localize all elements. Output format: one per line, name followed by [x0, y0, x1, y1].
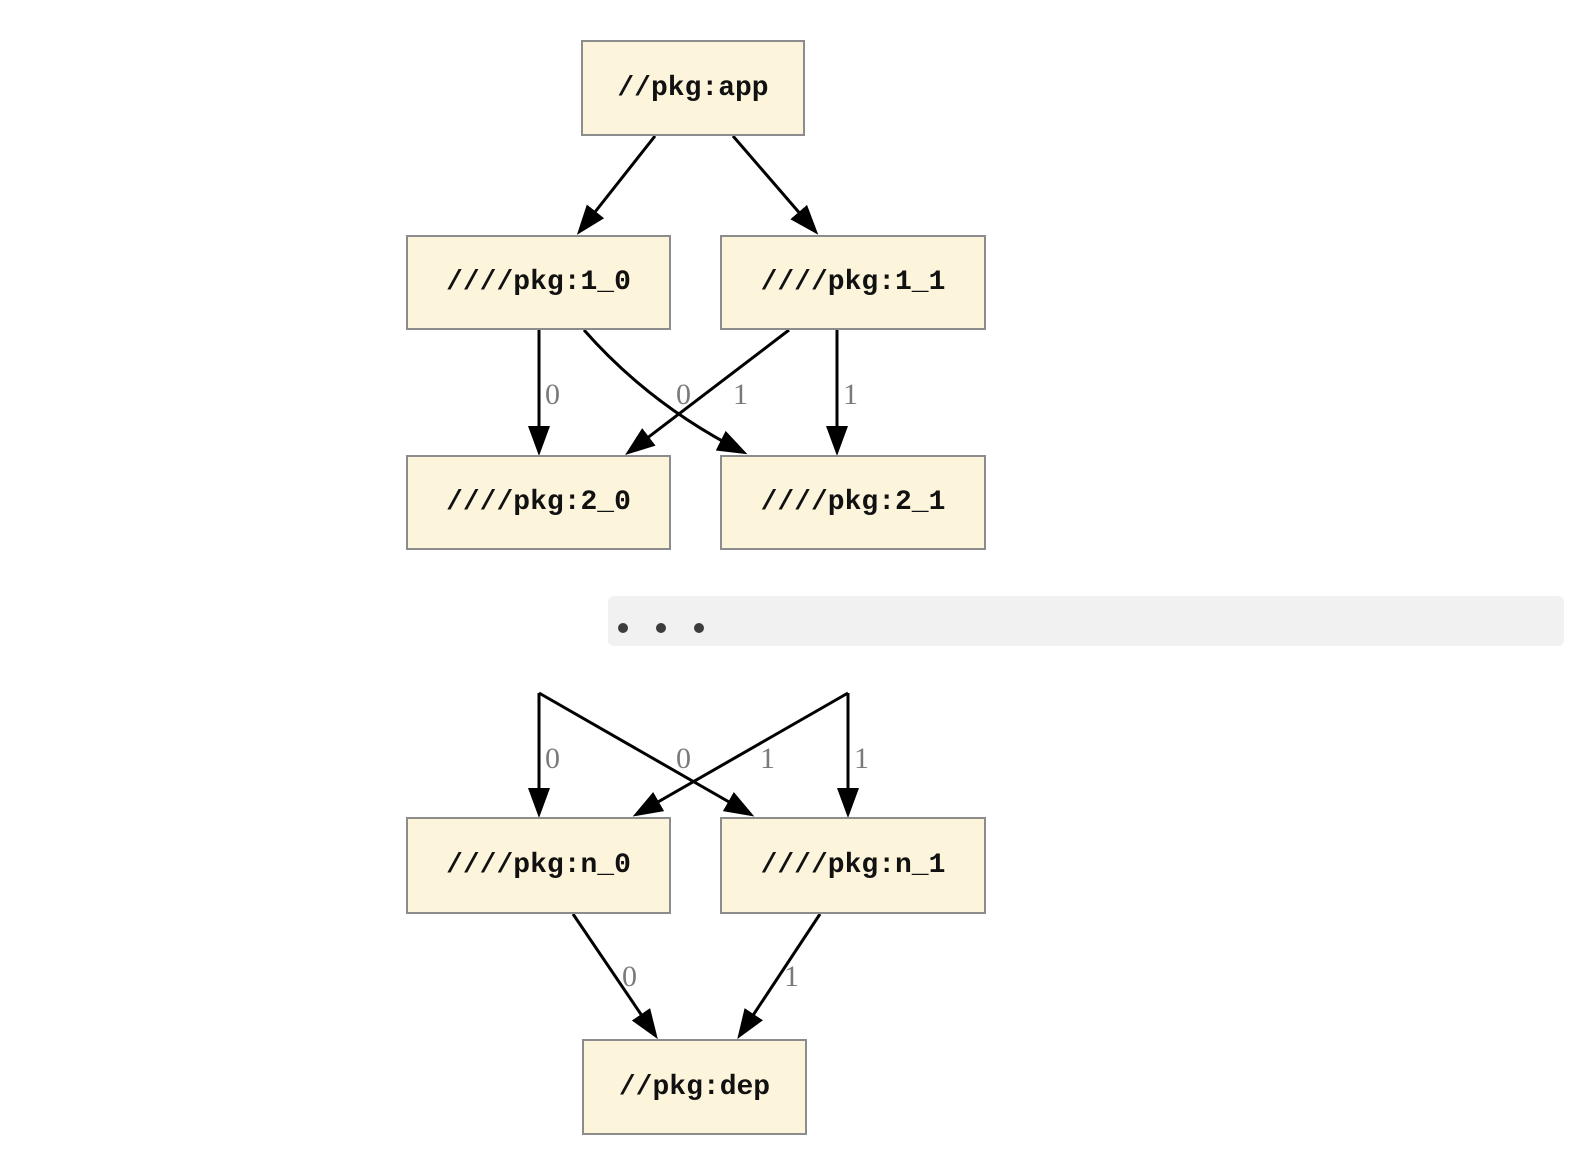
edge-label-1_1-to-2_0: 0 [676, 378, 691, 411]
edge-label-1_1-to-2_1: 1 [843, 378, 858, 411]
ellipsis-separator [608, 596, 1564, 646]
ellipsis-dot [618, 623, 628, 633]
edge-label-ellipsis-to-n_0_cross: 0 [676, 742, 691, 775]
graph-node-1_0: ////pkg:1_0 [406, 235, 671, 330]
edge-app-to-1_0 [576, 135, 657, 235]
graph-node-n_1: ////pkg:n_1 [720, 817, 986, 914]
graph-node-1_1: ////pkg:1_1 [720, 235, 986, 330]
graph-node-label-dep: //pkg:dep [618, 1071, 771, 1103]
graph-node-label-n_0: ////pkg:n_0 [446, 850, 631, 881]
edge-ellipsis-to-n_0_cross [632, 691, 849, 817]
ellipsis-dots [618, 623, 704, 633]
ellipsis-dot [656, 623, 666, 633]
edge-n_0-to-dep [571, 913, 658, 1040]
edge-label-ellipsis-to-n_1_straight: 1 [854, 742, 869, 775]
edge-label-1_0-to-2_1: 1 [733, 378, 748, 411]
graph-node-n_0: ////pkg:n_0 [406, 817, 671, 914]
edge-app-to-1_1 [731, 135, 819, 235]
graph-node-label-2_1: ////pkg:2_1 [760, 487, 946, 518]
graph-node-label-1_0: ////pkg:1_0 [446, 267, 631, 298]
ellipsis-dot [694, 623, 704, 633]
edge-n_1-to-dep [737, 913, 822, 1040]
graph-node-2_0: ////pkg:2_0 [406, 455, 671, 550]
graph-node-label-1_1: ////pkg:1_1 [760, 267, 946, 298]
edge-label-1_0-to-2_0: 0 [545, 378, 560, 411]
graph-node-label-2_0: ////pkg:2_0 [446, 487, 631, 518]
edge-1_0-to-2_1 [582, 329, 748, 455]
edge-label-n_1-to-dep: 1 [784, 960, 799, 993]
graph-node-label-app: //pkg:app [617, 72, 769, 104]
graph-node-app: //pkg:app [581, 40, 805, 136]
graph-node-dep: //pkg:dep [582, 1039, 807, 1135]
edge-label-n_0-to-dep: 0 [622, 960, 637, 993]
edge-ellipsis-to-n_1 [538, 691, 755, 817]
edge-label-ellipsis-to-n_0: 0 [545, 742, 560, 775]
graph-node-2_1: ////pkg:2_1 [720, 455, 986, 550]
edge-1_1-to-2_0 [625, 328, 790, 456]
edge-label-ellipsis-to-n_1: 1 [760, 742, 775, 775]
graph-node-label-n_1: ////pkg:n_1 [760, 850, 946, 881]
